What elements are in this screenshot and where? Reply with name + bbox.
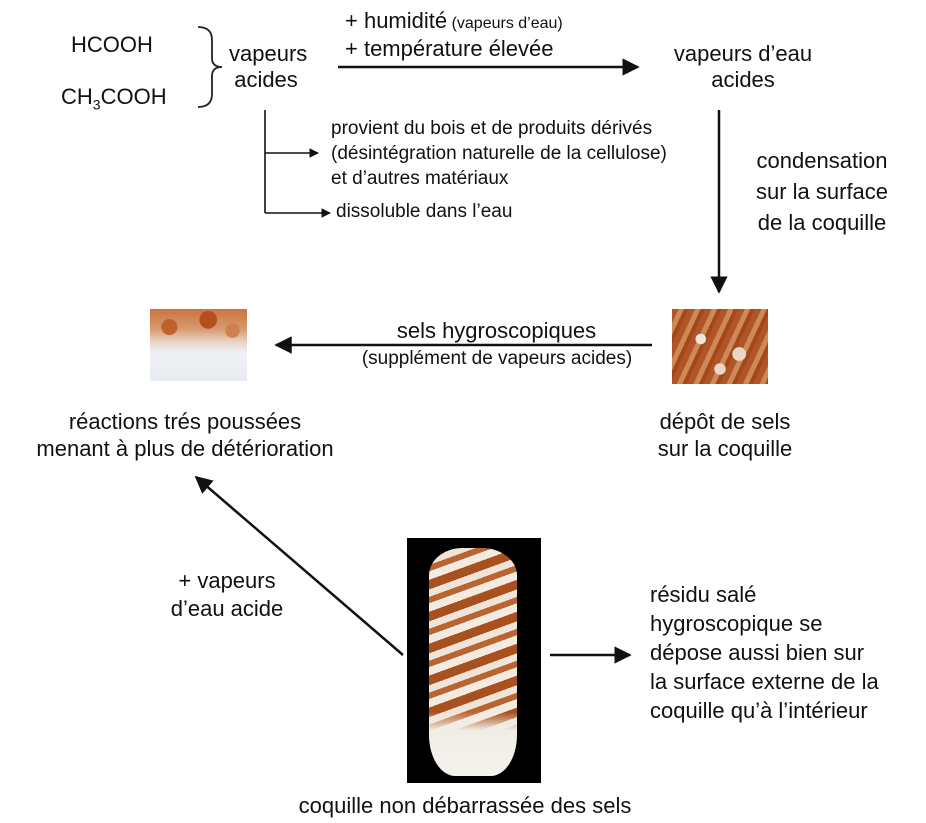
salt-deposit-photo bbox=[672, 309, 768, 384]
temperature-label: + température élevée bbox=[345, 36, 554, 62]
sels-note: (supplément de vapeurs acides) bbox=[332, 348, 662, 371]
cone-shell-photo bbox=[407, 538, 541, 783]
deteriorated-shell-photo bbox=[150, 309, 247, 381]
arrow-vapeur-acide bbox=[196, 477, 403, 655]
sels-label: sels hygroscopiques bbox=[364, 318, 629, 344]
acetic-acid-label: CH3COOH bbox=[61, 84, 167, 113]
humidity-label: + humidité (vapeurs d’eau) bbox=[345, 8, 563, 34]
shell-caption: coquille non débarrassée des sels bbox=[240, 793, 690, 819]
acid-brace bbox=[198, 27, 222, 107]
origin-text: provient du bois et de produits dérivés(… bbox=[331, 116, 667, 191]
formic-acid-label: HCOOH bbox=[71, 32, 153, 58]
shell-body bbox=[429, 548, 517, 776]
soluble-text: dissoluble dans l’eau bbox=[336, 201, 512, 224]
